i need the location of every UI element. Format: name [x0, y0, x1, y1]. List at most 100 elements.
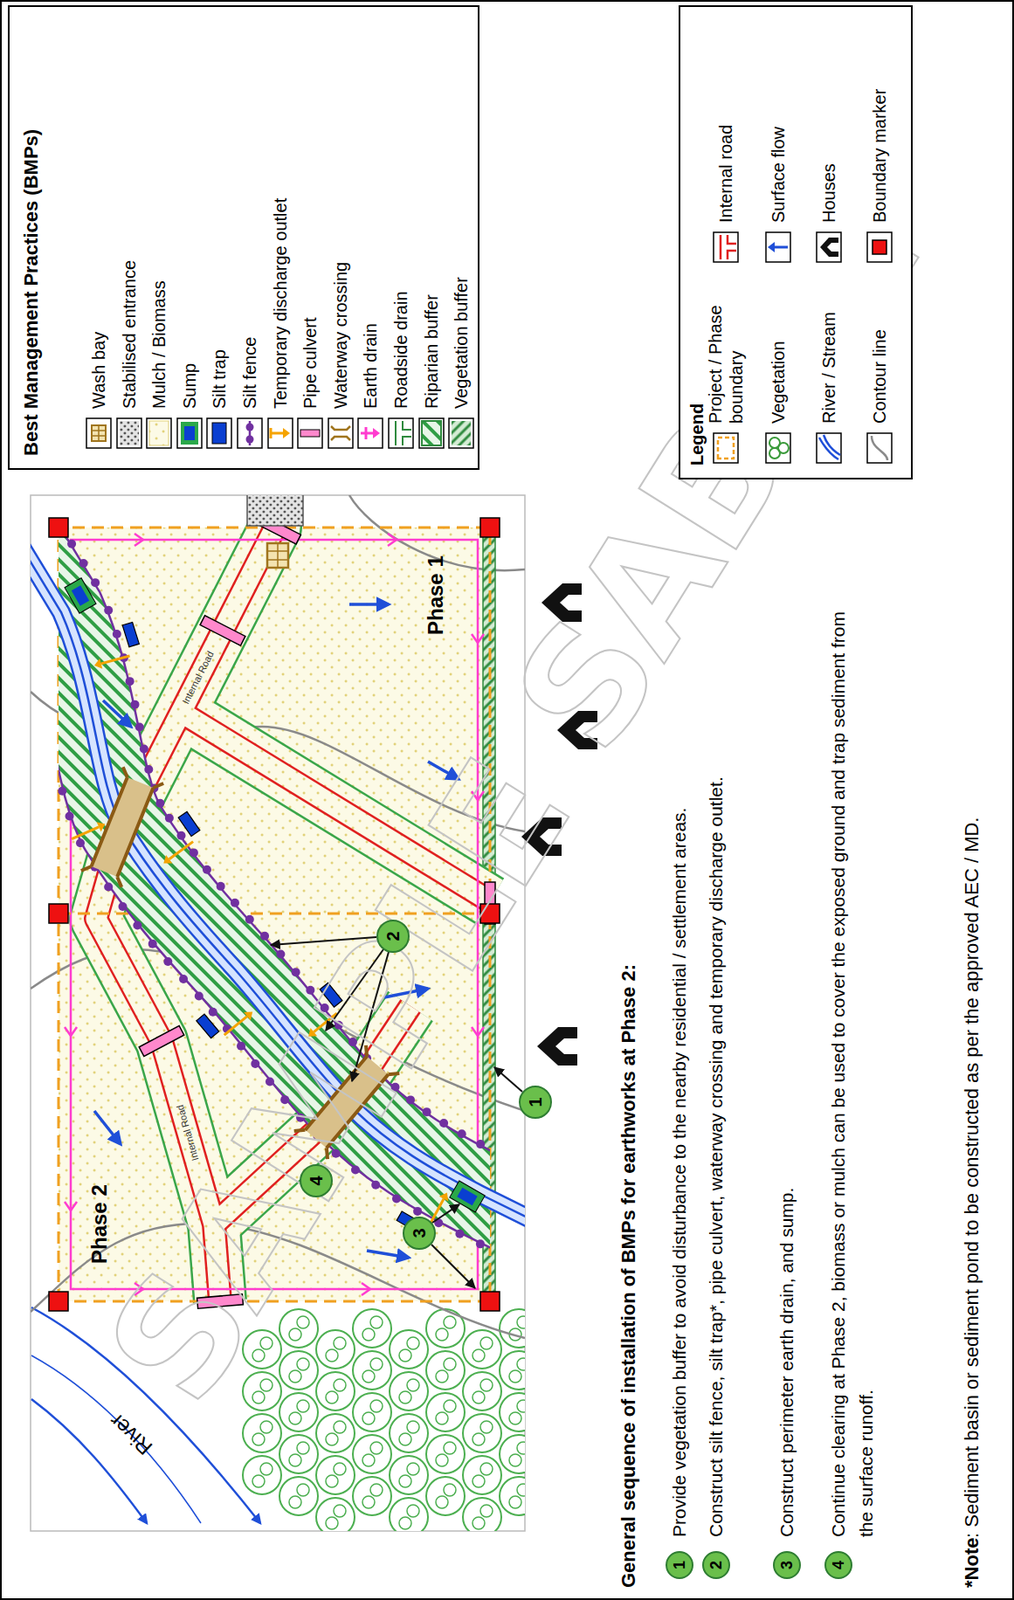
phase-label: Phase 2 — [87, 1184, 113, 1264]
map-mark — [71, 585, 90, 606]
legend-text: Sump — [179, 24, 201, 409]
map-mark — [717, 437, 734, 459]
tree — [472, 1391, 485, 1404]
silt-fence-post — [155, 799, 165, 808]
silt-fence-post — [163, 957, 173, 966]
map-mark — [48, 517, 69, 538]
callout-text: 2 — [708, 1560, 725, 1570]
tree — [333, 1504, 346, 1518]
map-mark — [149, 420, 169, 446]
tree — [325, 1517, 338, 1530]
silt-fence-post — [236, 1041, 246, 1051]
map-mark — [866, 432, 893, 464]
legend-text: Waterway crossing — [330, 24, 352, 409]
map-mark — [64, 578, 97, 614]
map-mark — [48, 1291, 69, 1311]
legend-icon — [267, 417, 294, 449]
tree — [462, 1372, 502, 1411]
silt-fence-post — [57, 786, 67, 796]
map-mark — [816, 232, 842, 263]
tree — [242, 1414, 282, 1453]
tree — [517, 1441, 525, 1455]
phase-label: Phase 1 — [423, 555, 449, 635]
silt-fence-post — [194, 992, 204, 1001]
silt-fence-post — [125, 676, 135, 686]
tree — [435, 1412, 449, 1425]
legend-text: Pipe culvert — [299, 24, 321, 409]
discharge-outlet — [163, 855, 173, 864]
tree — [435, 1328, 449, 1341]
legend-icon — [296, 417, 324, 449]
silt-fence-post — [179, 974, 188, 984]
tree — [406, 1462, 420, 1476]
legend-icon — [448, 417, 475, 449]
map-mark — [327, 417, 354, 449]
map-mark — [349, 602, 389, 607]
tree — [242, 1455, 282, 1495]
map-mark — [138, 1025, 185, 1056]
map-mark — [712, 231, 739, 263]
tree — [399, 1475, 412, 1488]
silt-fence-post — [103, 882, 113, 892]
legend-icon — [765, 231, 792, 263]
tree — [242, 1372, 282, 1411]
step-text: Construct perimeter earth drain, and sum… — [772, 589, 801, 1538]
legend-text: Earth drain — [359, 24, 381, 409]
tree — [279, 1351, 318, 1390]
tree — [509, 1412, 522, 1425]
tree — [289, 1328, 302, 1341]
tree — [325, 1433, 338, 1446]
silt-fence-post — [112, 629, 122, 639]
tree — [279, 1393, 318, 1432]
legend-text: Internal road — [715, 13, 737, 223]
map-mark — [448, 417, 475, 449]
legend-text: Project / Phase boundary — [704, 275, 747, 424]
tree — [399, 1391, 412, 1404]
tree — [252, 1391, 265, 1404]
silt-fence-post — [455, 1229, 464, 1239]
tree — [426, 1393, 465, 1432]
legend-icon — [866, 231, 893, 263]
tree — [362, 1496, 375, 1509]
map-mark — [246, 423, 255, 432]
tree — [517, 1400, 525, 1413]
discharge-outlet — [439, 1193, 449, 1202]
tree — [499, 1434, 525, 1474]
tree — [296, 1400, 310, 1413]
discharge-outlet — [429, 1199, 444, 1226]
tree — [352, 1351, 392, 1390]
map-mark — [206, 418, 232, 449]
tree — [325, 1349, 338, 1362]
silt-trap — [196, 1014, 220, 1039]
map-mark — [177, 418, 202, 449]
map-mark — [86, 418, 111, 449]
map-mark — [451, 420, 471, 446]
legend-swatch — [212, 422, 227, 444]
tree — [389, 1372, 428, 1411]
silt-fence-post — [371, 1180, 380, 1190]
silt-fence-post — [79, 558, 89, 568]
tree — [316, 1372, 355, 1411]
tree — [362, 1454, 375, 1467]
tree — [362, 1328, 375, 1341]
tree — [370, 1483, 383, 1497]
tree — [252, 1433, 265, 1446]
tree — [426, 1476, 465, 1516]
tree — [435, 1370, 449, 1383]
tree — [509, 1454, 522, 1467]
silt-fence-post — [245, 915, 255, 925]
silt-fence-post — [139, 744, 149, 753]
map-mark — [270, 427, 284, 439]
legend-icon — [206, 417, 233, 449]
tree — [316, 1330, 355, 1369]
callout-number: 4 — [299, 1164, 333, 1198]
silt-fence-post — [90, 578, 100, 587]
map-mark — [456, 1187, 477, 1206]
silt-fence-post — [118, 902, 128, 911]
tree — [260, 1420, 273, 1434]
panel-title: Legend — [687, 403, 708, 466]
silt-fence-post — [189, 848, 199, 857]
map-mark — [480, 1291, 500, 1311]
tree — [399, 1349, 412, 1362]
